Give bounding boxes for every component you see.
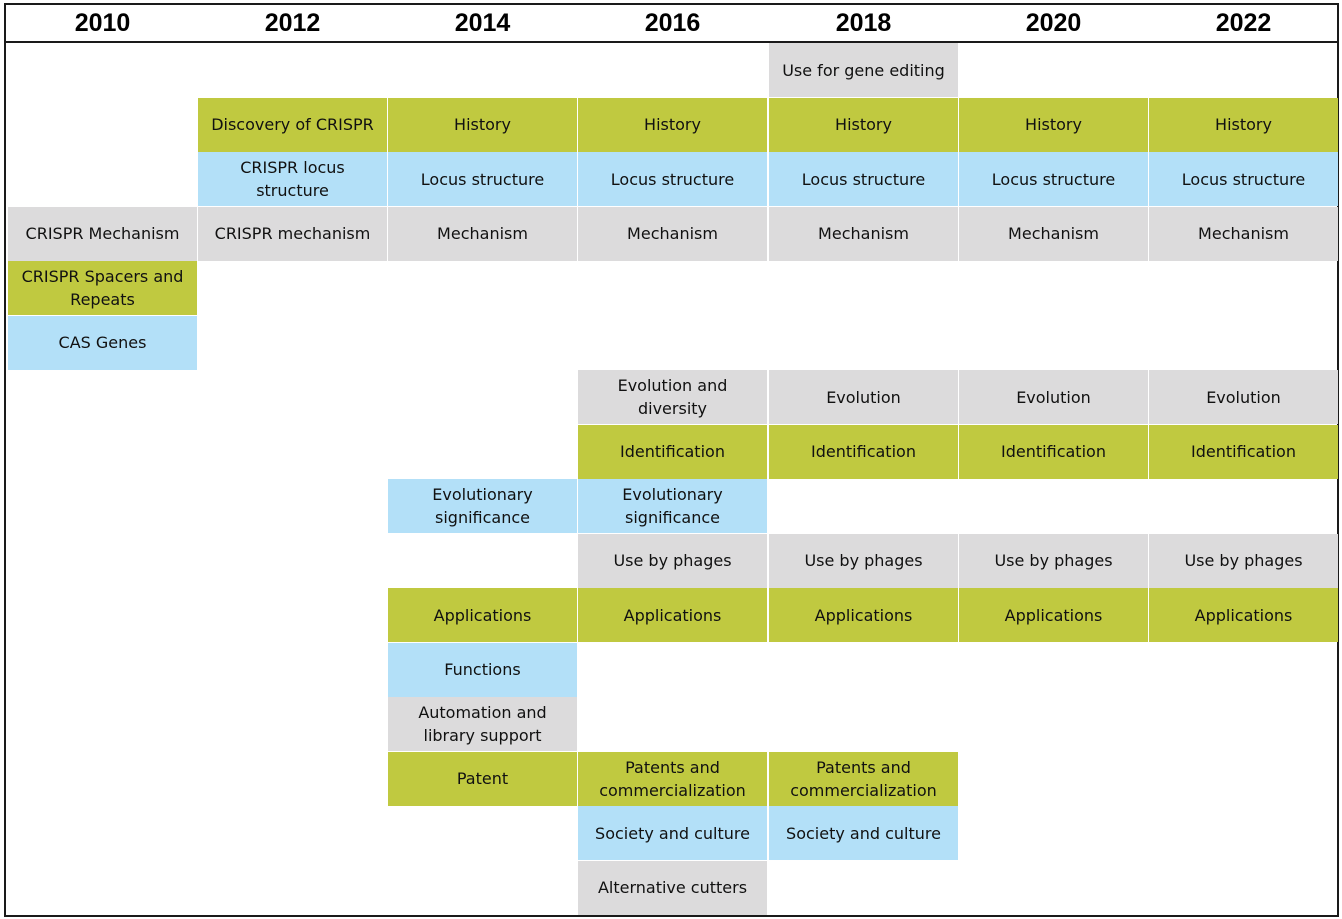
- topic-cell: Evolutionary significance: [578, 479, 767, 533]
- topic-cell: Applications: [388, 588, 577, 642]
- topic-cell: Society and culture: [578, 806, 767, 860]
- topic-cell: Applications: [959, 588, 1148, 642]
- topic-cell: History: [578, 97, 767, 152]
- topic-cell: Automation and library support: [388, 697, 577, 751]
- topic-cell: Patents and commercialization: [578, 751, 767, 806]
- topic-cell: Evolution: [1149, 370, 1338, 424]
- topic-cell: Locus structure: [578, 152, 767, 206]
- topic-cell: Society and culture: [769, 806, 958, 860]
- topic-cell: Evolutionary significance: [388, 479, 577, 533]
- topic-cell: Mechanism: [959, 206, 1148, 261]
- topic-cell: Mechanism: [578, 206, 767, 261]
- topic-cell: Locus structure: [388, 152, 577, 206]
- topic-cell: Locus structure: [1149, 152, 1338, 206]
- topic-cell: Identification: [1149, 424, 1338, 479]
- topic-cell: Alternative cutters: [578, 860, 767, 915]
- topic-cell: Mechanism: [388, 206, 577, 261]
- topic-cell: Evolution: [769, 370, 958, 424]
- topic-cell: Use by phages: [769, 533, 958, 588]
- year-header-2020: 2020: [1025, 8, 1082, 37]
- topic-cell: Locus structure: [959, 152, 1148, 206]
- year-header-2022: 2022: [1215, 8, 1272, 37]
- topic-cell: CRISPR locus structure: [198, 152, 387, 206]
- topic-cell: History: [388, 97, 577, 152]
- topic-cell: Applications: [769, 588, 958, 642]
- topic-cell: Functions: [388, 642, 577, 697]
- timeline-table: 2010 2012 2014 2016 2018 2020 2022 Use for gen…: [4, 3, 1339, 917]
- topic-cell: Locus structure: [769, 152, 958, 206]
- year-header-2010: 2010: [74, 8, 131, 37]
- topic-cell: Patents and commercialization: [769, 751, 958, 806]
- topic-cell: CAS Genes: [8, 315, 197, 370]
- topic-cell: Use by phages: [959, 533, 1148, 588]
- topic-cell: CRISPR Mechanism: [8, 206, 197, 261]
- topic-cell: History: [959, 97, 1148, 152]
- topic-cell: Discovery of CRISPR: [198, 97, 387, 152]
- topic-cell: Use by phages: [1149, 533, 1338, 588]
- topic-cell: CRISPR Spacers and Repeats: [8, 261, 197, 315]
- topic-cell: Evolution: [959, 370, 1148, 424]
- topic-cell: History: [1149, 97, 1338, 152]
- topic-cell: Identification: [769, 424, 958, 479]
- year-header-2018: 2018: [835, 8, 892, 37]
- topic-cell: Use by phages: [578, 533, 767, 588]
- topic-cell: Patent: [388, 751, 577, 806]
- year-header-2014: 2014: [454, 8, 511, 37]
- topic-cell: Applications: [578, 588, 767, 642]
- topic-cell: Mechanism: [1149, 206, 1338, 261]
- topic-cell: Mechanism: [769, 206, 958, 261]
- header-divider: [6, 41, 1337, 43]
- topic-cell: Identification: [959, 424, 1148, 479]
- topic-cell: Evolution and diversity: [578, 370, 767, 424]
- topic-cell: CRISPR mechanism: [198, 206, 387, 261]
- topic-cell: Use for gene editing: [769, 43, 958, 97]
- topic-cell: History: [769, 97, 958, 152]
- topic-cell: Identification: [578, 424, 767, 479]
- year-header-2016: 2016: [644, 8, 701, 37]
- topic-cell: Applications: [1149, 588, 1338, 642]
- year-header-2012: 2012: [264, 8, 321, 37]
